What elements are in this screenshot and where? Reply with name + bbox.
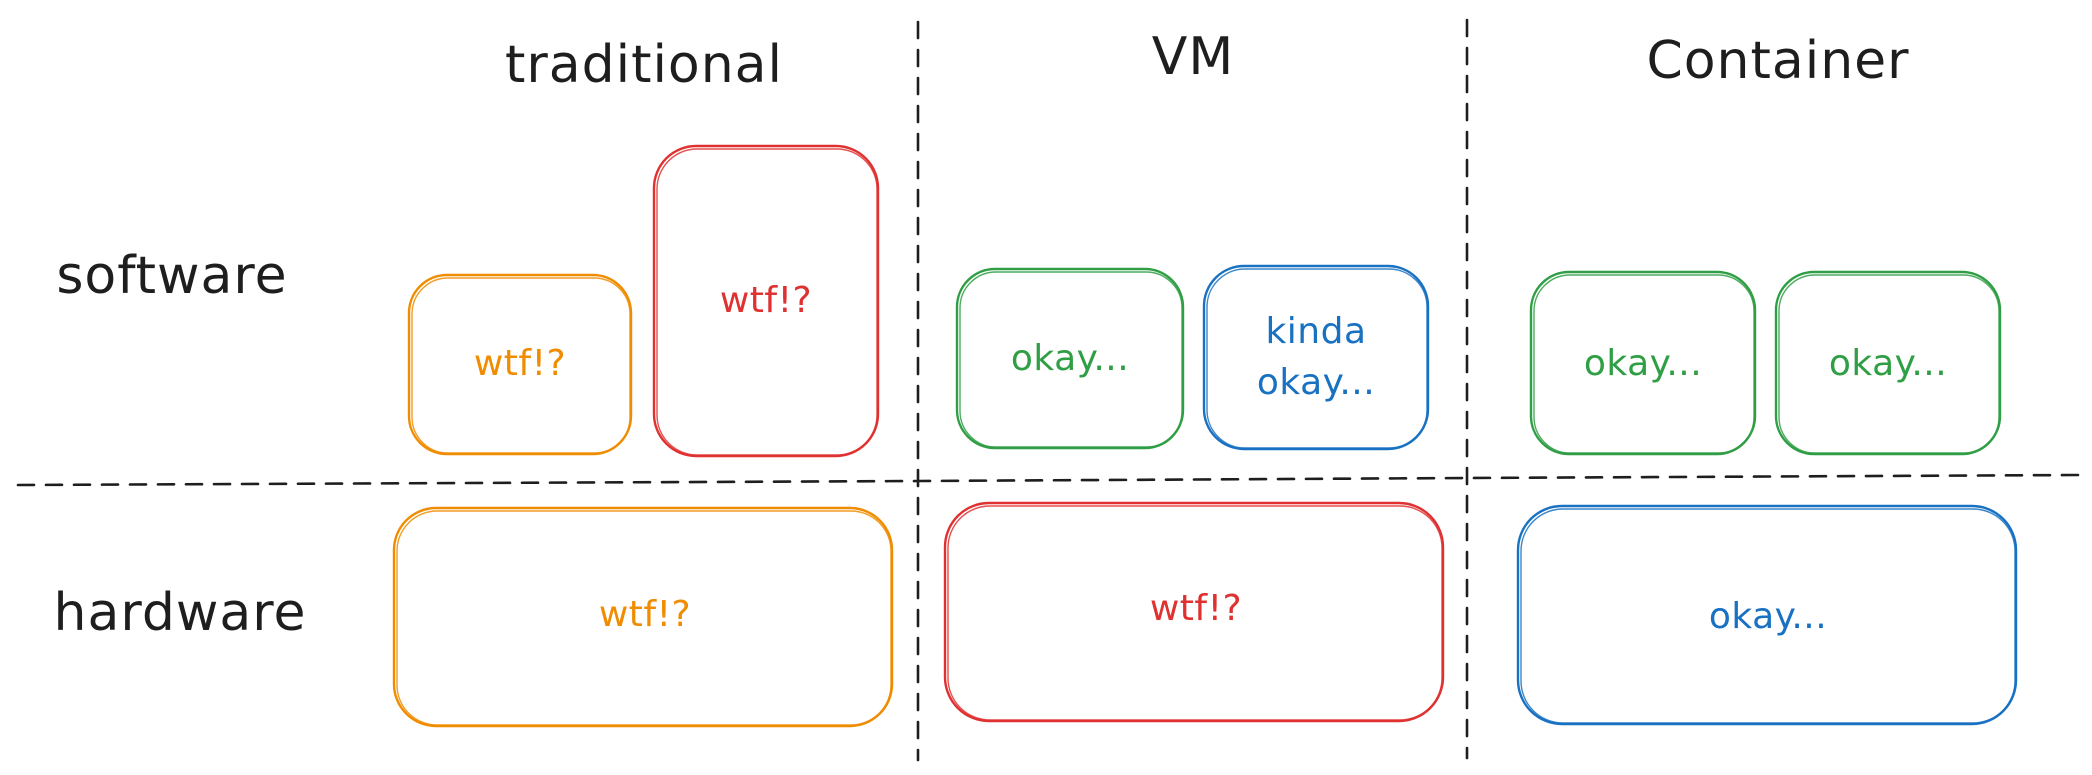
box-outline — [1529, 270, 1757, 456]
box-traditional-software-b: wtf!? — [652, 144, 880, 458]
column-title-traditional: traditional — [505, 35, 783, 95]
box-vm-hardware: wtf!? — [943, 501, 1445, 723]
box-outline-sketch — [947, 505, 1443, 721]
box-label: wtf!? — [720, 280, 812, 321]
box-label: okay... — [1829, 343, 1947, 384]
box-outline — [955, 267, 1185, 450]
box-outline-sketch — [396, 510, 892, 726]
box-outline — [943, 501, 1445, 723]
box-outline-sketch — [959, 271, 1183, 448]
box-label: okay... — [1011, 338, 1129, 379]
column-title-vm: VM — [1152, 27, 1234, 87]
box-label: wtf!? — [1150, 588, 1242, 629]
box-outline-sketch — [1778, 274, 2000, 454]
box-outline-sketch — [656, 148, 878, 456]
box-outline — [1774, 270, 2002, 456]
box-container-software-b: okay... — [1774, 270, 2002, 456]
box-outline — [1202, 264, 1430, 451]
box-outline-sketch — [1520, 508, 2016, 724]
box-vm-software-a: okay... — [955, 267, 1185, 450]
box-outline-sketch — [1206, 268, 1428, 449]
row-title-hardware: hardware — [54, 583, 307, 643]
box-outline — [392, 506, 894, 728]
box-outline — [1516, 504, 2018, 726]
box-container-software-a: okay... — [1529, 270, 1757, 456]
box-outline-sketch — [1533, 274, 1755, 454]
box-outline — [652, 144, 880, 458]
box-container-hardware: okay... — [1516, 504, 2018, 726]
box-outline — [407, 273, 633, 456]
box-traditional-software-a: wtf!? — [407, 273, 633, 456]
box-label-line-2: okay... — [1257, 362, 1375, 403]
box-traditional-hardware: wtf!? — [392, 506, 894, 728]
horizontal-divider — [16, 473, 2080, 487]
box-label: okay... — [1584, 343, 1702, 384]
row-title-software: software — [56, 246, 287, 306]
box-label: wtf!? — [599, 594, 691, 635]
box-label-line-1: kinda — [1265, 311, 1366, 352]
box-vm-software-b: kinda okay... — [1202, 264, 1430, 451]
box-outline-sketch — [411, 277, 631, 454]
box-label: wtf!? — [474, 343, 566, 384]
column-title-container: Container — [1646, 31, 1909, 91]
box-label: okay... — [1709, 596, 1827, 637]
